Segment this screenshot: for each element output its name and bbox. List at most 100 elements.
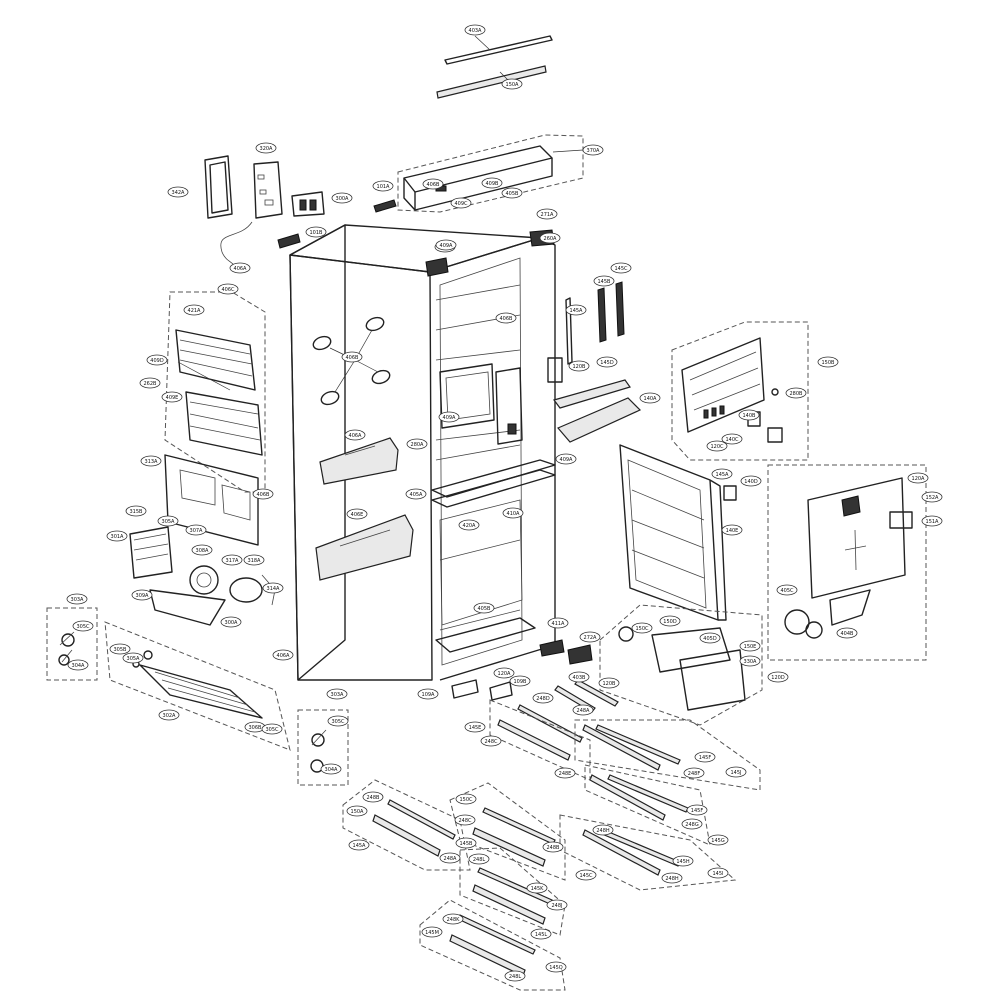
callout-label: 300A xyxy=(336,196,350,202)
part-callout-c-cab-4: 406B xyxy=(495,312,517,324)
callout-label: 370A xyxy=(587,148,601,154)
callout-bubble xyxy=(532,692,554,704)
part-callout-c-406a: 406A xyxy=(229,262,251,274)
callout-label: 151A xyxy=(926,519,940,525)
callout-label: 305C xyxy=(331,719,345,725)
callout-label: 248B xyxy=(367,795,381,801)
callout-bubble xyxy=(362,791,384,803)
part-callout-c-bot-15: 145M xyxy=(421,926,443,938)
callout-label: 313A xyxy=(145,459,159,465)
callout-label: 150C xyxy=(635,626,649,632)
callout-label: 317A xyxy=(226,558,240,564)
valve-group-left xyxy=(46,607,98,681)
part-callout-c-comp-6: 314A xyxy=(262,582,284,594)
part-callout-c-rail-3: 248D xyxy=(532,692,554,704)
callout-bubble xyxy=(568,671,590,683)
callout-bubble xyxy=(455,837,477,849)
callout-bubble xyxy=(501,78,523,90)
callout-bubble xyxy=(458,519,480,531)
part-callout-c-303-1: 305C xyxy=(72,620,94,632)
control-parts xyxy=(204,155,397,269)
part-callout-c-door-2: 140D xyxy=(740,475,762,487)
part-callout-c-rail-6: 145F xyxy=(694,751,716,763)
callout-bubble xyxy=(438,411,460,423)
callout-label: 248B xyxy=(547,845,561,851)
callout-bubble xyxy=(158,709,180,721)
callout-label: 304A xyxy=(325,767,339,773)
part-callout-c-313a: 313A xyxy=(140,455,162,467)
part-callout-c-evap-5: 406B xyxy=(252,488,274,500)
callout-label: 109B xyxy=(514,679,528,685)
part-callout-c-cab-9: 420A xyxy=(458,519,480,531)
part-callout-c-comp-9: 406A xyxy=(272,649,294,661)
callout-label: 305C xyxy=(265,727,279,733)
callout-bubble xyxy=(131,589,153,601)
callout-label: 305A xyxy=(162,519,176,525)
part-callout-c-comp-7: 300A xyxy=(220,616,242,628)
machine-compartment xyxy=(129,526,276,626)
callout-bubble xyxy=(346,508,368,520)
part-callout-c-300a: 300A xyxy=(331,192,353,204)
part-callout-c-dr-1: 120A xyxy=(907,472,929,484)
callout-bubble xyxy=(575,869,597,881)
part-callout-c-bot-16: 248L xyxy=(504,970,526,982)
callout-label: 300A xyxy=(225,620,239,626)
callout-label: 145C xyxy=(579,873,593,879)
callout-bubble xyxy=(161,391,183,403)
callout-label: 248J xyxy=(551,903,562,909)
callout-bubble xyxy=(545,961,567,973)
callout-bubble xyxy=(686,804,708,816)
callout-label: 120A xyxy=(498,671,512,677)
callout-bubble xyxy=(106,530,128,542)
part-callout-c-dr-5: 404B xyxy=(836,627,858,639)
callout-bubble xyxy=(582,144,604,156)
callout-label: 120C xyxy=(710,444,724,450)
callout-bubble xyxy=(836,627,858,639)
callout-bubble xyxy=(921,515,943,527)
callout-label: 248G xyxy=(685,822,699,828)
callout-label: 145A xyxy=(570,308,584,314)
callout-bubble xyxy=(455,793,477,805)
callout-label: 409D xyxy=(150,358,164,364)
callout-bubble xyxy=(417,688,439,700)
part-callout-c-315b: 315B xyxy=(125,505,147,517)
part-callout-c-303-2: 304A xyxy=(67,659,89,671)
part-callout-c-140a: 140A xyxy=(639,392,661,404)
callout-bubble xyxy=(694,751,716,763)
callout-bubble xyxy=(785,387,807,399)
callout-bubble xyxy=(739,655,761,667)
part-callout-c-rail-8: 145J xyxy=(725,766,747,778)
callout-bubble xyxy=(191,544,213,556)
callout-label: 145L xyxy=(535,932,548,938)
part-callout-c-disp-3: 405D xyxy=(699,632,721,644)
callout-bubble xyxy=(721,433,743,445)
drawer-rails xyxy=(489,699,761,891)
callout-label: 306B xyxy=(249,725,263,731)
callout-bubble xyxy=(454,814,476,826)
part-callout-c-rail-11: 145G xyxy=(707,834,729,846)
callout-bubble xyxy=(272,649,294,661)
callout-label: 305A xyxy=(127,656,141,662)
callout-bubble xyxy=(509,675,531,687)
part-callout-c-rail-14: 248H xyxy=(661,872,683,884)
callout-bubble xyxy=(372,180,394,192)
callout-label: 145H xyxy=(676,859,690,865)
part-callout-c-bot-10: 248L xyxy=(468,853,490,865)
part-callout-c-cab-6: 280A xyxy=(406,438,428,450)
callout-label: 406C xyxy=(221,287,235,293)
part-callout-c-mid-6: 120B xyxy=(598,677,620,689)
callout-bubble xyxy=(305,226,327,238)
callout-label: 140E xyxy=(726,528,739,534)
part-callout-c-rail-9: 145F xyxy=(686,804,708,816)
callout-label: 145K xyxy=(531,886,545,892)
part-callout-c-bot-5: 150C xyxy=(455,793,477,805)
callout-label: 140C xyxy=(725,437,739,443)
callout-label: 304A xyxy=(72,663,86,669)
part-callout-c-ice-1: 150B xyxy=(817,356,839,368)
callout-bubble xyxy=(907,472,929,484)
door-bins xyxy=(312,316,414,581)
callout-bubble xyxy=(435,239,457,251)
callout-label: 272A xyxy=(584,635,598,641)
callout-bubble xyxy=(146,354,168,366)
part-callout-c-303b-1: 305C xyxy=(327,715,349,727)
